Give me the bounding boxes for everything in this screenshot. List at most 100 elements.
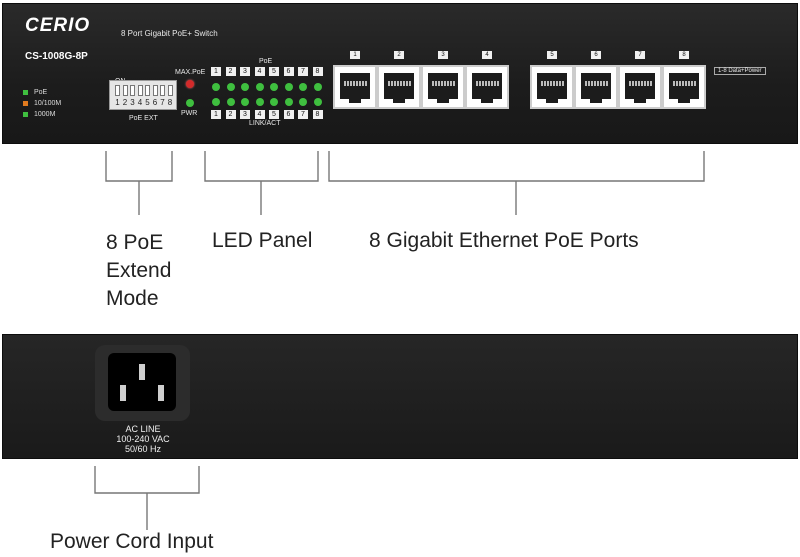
ac-earth-pin [139, 364, 145, 380]
ethernet-port-3[interactable] [421, 65, 465, 109]
port-pin [588, 81, 590, 86]
ethernet-port-2[interactable] [377, 65, 421, 109]
link-led [270, 98, 278, 106]
dip-switch-1[interactable] [115, 85, 120, 96]
ethernet-port-7[interactable] [618, 65, 662, 109]
ac-rating-label: AC LINE 100-240 VAC 50/60 Hz [105, 424, 181, 454]
port-opening [428, 73, 458, 99]
dip-number: 1 [115, 98, 120, 107]
port-pin [497, 81, 499, 86]
port-pin [350, 81, 352, 86]
port-opening [625, 73, 655, 99]
legend-swatch [23, 90, 28, 95]
port-pin [391, 81, 393, 86]
dip-switch-7[interactable] [160, 85, 165, 96]
port-number: 6 [591, 51, 601, 59]
dip-switch-3[interactable] [130, 85, 135, 96]
port-pin [638, 81, 640, 86]
ac-socket-recess [108, 353, 176, 411]
port-pin [409, 81, 411, 86]
ethernet-ports-callout: 8 Gigabit Ethernet PoE Ports [369, 229, 639, 252]
dip-switch-5[interactable] [145, 85, 150, 96]
poe-led [270, 83, 278, 91]
poe-led-label: PoE [259, 58, 273, 65]
port-pin [673, 81, 675, 86]
port-opening [384, 73, 414, 99]
port-pin [629, 81, 631, 86]
port-pin [397, 81, 399, 86]
port-pin [559, 81, 561, 86]
dip-number: 2 [122, 98, 128, 107]
link-led-number: 5 [269, 110, 279, 119]
port-pin [403, 81, 405, 86]
power-cord-bracket [94, 466, 200, 530]
port-number: 3 [438, 51, 448, 59]
legend-item: 10/100M [23, 100, 61, 107]
port-latch-notch [678, 97, 690, 103]
ports-bracket [328, 151, 705, 215]
poe-led-number: 1 [211, 67, 221, 76]
ac-neutral-pin [158, 385, 164, 401]
port-pin [547, 81, 549, 86]
port-pin [550, 81, 552, 86]
ethernet-port-8[interactable] [662, 65, 706, 109]
port-pin [359, 81, 361, 86]
port-pin [600, 81, 602, 86]
dip-switch-6[interactable] [152, 85, 158, 96]
link-led [241, 98, 249, 106]
link-led-number: 2 [225, 110, 236, 119]
ac-power-socket[interactable] [95, 345, 190, 421]
ethernet-port-4[interactable] [465, 65, 509, 109]
poe-led-number: 8 [312, 67, 323, 76]
port-pin [347, 81, 349, 86]
ac-line-pin [120, 385, 126, 401]
poe-extend-callout: 8 PoE Extend Mode [106, 229, 171, 313]
port-pin [644, 81, 646, 86]
dip-number: 6 [152, 98, 158, 107]
poe-led-number: 4 [254, 67, 265, 76]
dip-switch-2[interactable] [122, 85, 128, 96]
port-latch-notch [437, 97, 449, 103]
link-led-number: 1 [211, 110, 221, 119]
port-opening [581, 73, 611, 99]
port-number: 2 [394, 51, 404, 59]
ethernet-port-1[interactable] [333, 65, 377, 109]
dip-caption: PoE EXT [129, 115, 158, 122]
port-pin [394, 81, 396, 86]
port-pin [641, 81, 643, 86]
link-led [284, 98, 293, 106]
ethernet-port-6[interactable] [574, 65, 618, 109]
port-pin [485, 81, 487, 86]
port-pin [553, 81, 555, 86]
ethernet-port-5[interactable] [530, 65, 574, 109]
model-number: CS-1008G-8P [25, 51, 88, 62]
port-pin [441, 81, 443, 86]
poe-led-number: 6 [283, 67, 294, 76]
port-pin [432, 81, 434, 86]
dip-number: 3 [130, 98, 135, 107]
port-pin [494, 81, 496, 86]
dip-number: 7 [160, 98, 165, 107]
port-pin [591, 81, 593, 86]
poe-led-number: 3 [240, 67, 250, 76]
port-pin [635, 81, 637, 86]
poe-led [212, 83, 220, 91]
port-pin [685, 81, 687, 86]
front-panel: CERIO 8 Port Gigabit PoE+ Switch CS-1008… [2, 3, 798, 144]
dip-switch-4[interactable] [137, 85, 143, 96]
port-number: 7 [635, 51, 645, 59]
port-latch-notch [349, 97, 361, 103]
dip-switch-8[interactable] [167, 85, 173, 96]
port-pin [450, 81, 452, 86]
power-cord-callout: Power Cord Input [50, 530, 214, 553]
port-pin [488, 81, 490, 86]
link-led-number: 3 [240, 110, 250, 119]
device-subtitle: 8 Port Gigabit PoE+ Switch [121, 29, 218, 38]
port-pin [603, 81, 605, 86]
poe-led [299, 83, 307, 91]
max-poe-label: MAX.PoE [175, 69, 206, 76]
poe-led [226, 83, 235, 91]
